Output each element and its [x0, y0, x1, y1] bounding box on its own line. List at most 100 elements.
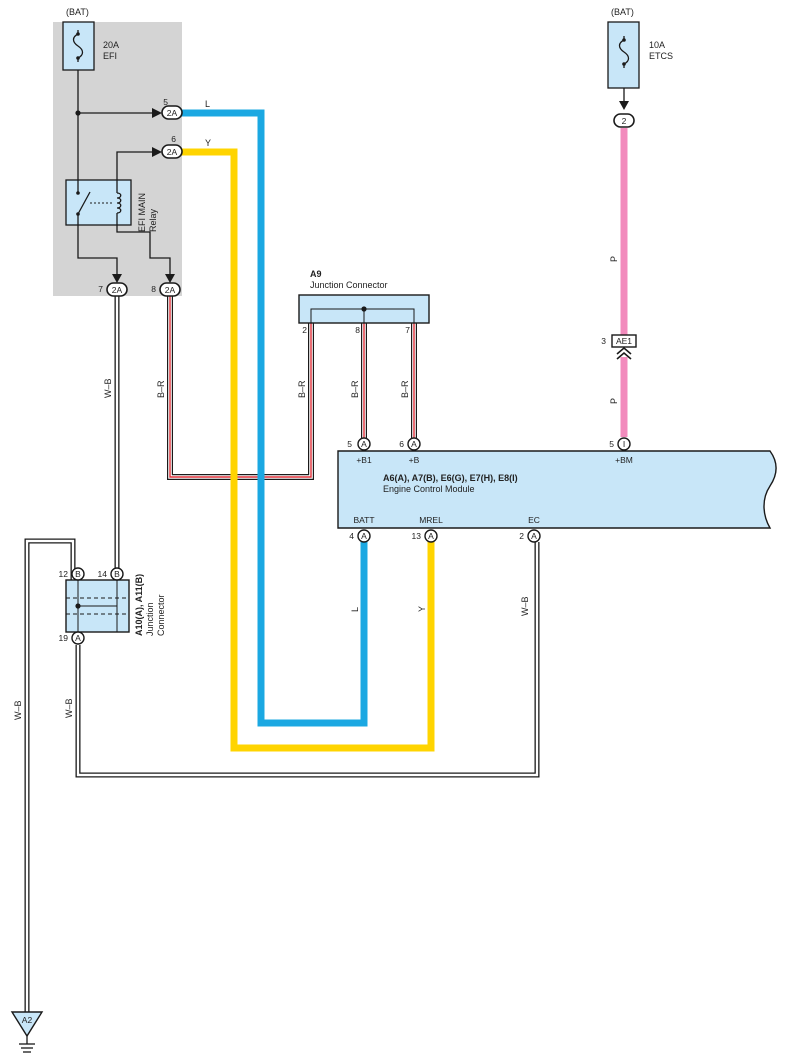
ground-id: A2 [22, 1015, 33, 1025]
right-fuse-name: ETCS [649, 51, 673, 61]
left-fuse-rating: 20A [103, 40, 119, 50]
svg-text:13: 13 [412, 531, 422, 541]
ecm-pin-b: 6 A +B [399, 437, 421, 465]
fuse-icon [607, 21, 640, 89]
flow-arrow-icon [152, 108, 162, 118]
junction-line2: Connector [156, 594, 166, 636]
relay-icon [65, 179, 132, 226]
svg-text:I: I [623, 439, 625, 449]
svg-text:+B1: +B1 [356, 455, 372, 465]
svg-text:2A: 2A [167, 147, 178, 157]
ecm-pin-bm: 5 I +BM [609, 437, 633, 465]
svg-text:2A: 2A [165, 285, 176, 295]
svg-text:2A: 2A [167, 108, 178, 118]
ground-icon [10, 1011, 44, 1053]
ecm-ids: A6(A), A7(B), E6(G), E7(H), E8(I) [383, 473, 518, 483]
wire-label-wb-ec: W–B [520, 596, 530, 616]
fuse-icon [62, 21, 95, 71]
svg-text:4: 4 [349, 531, 354, 541]
relay-name: EFI MAIN [137, 193, 147, 232]
ecm-name: Engine Control Module [383, 484, 475, 494]
connector-ae1: 3 AE1 [601, 334, 637, 348]
wire-label-y-lower: Y [417, 606, 427, 612]
right-fuse-rating: 10A [649, 40, 665, 50]
wire-l [180, 109, 368, 727]
wire-label-p-upper: P [609, 256, 619, 262]
ecm-pin-b1: 5 A +B1 [347, 437, 372, 465]
svg-text:12: 12 [59, 569, 69, 579]
wire-label-br-4: B–R [400, 380, 410, 398]
svg-text:7: 7 [98, 284, 103, 294]
wire-label-wb-1: W–B [103, 378, 113, 398]
ecm-pin-ec: EC 2 A [519, 515, 541, 543]
svg-text:B: B [75, 569, 81, 579]
a9-id: A9 [310, 269, 322, 279]
a9-pin-7: 7 [405, 325, 410, 335]
connector-2a-pin7: 7 2A [98, 282, 128, 297]
svg-text:A: A [531, 531, 537, 541]
connector-fuse-pin2: 2 [613, 113, 635, 128]
svg-text:5: 5 [609, 439, 614, 449]
a9-pin-8: 8 [355, 325, 360, 335]
svg-text:6: 6 [171, 134, 176, 144]
a9-pin-2: 2 [302, 325, 307, 335]
wire-label-br-3: B–R [350, 380, 360, 398]
flow-arrow-icon [165, 274, 175, 283]
svg-text:2: 2 [519, 531, 524, 541]
wire-label-br-1: B–R [156, 380, 166, 398]
svg-text:A: A [361, 439, 367, 449]
svg-text:EC: EC [528, 515, 540, 525]
a9-name: Junction Connector [310, 280, 388, 290]
junction-splice-dot [75, 603, 81, 609]
ecm-pin-batt: BATT 4 A [349, 515, 375, 543]
junction-pin-14: 14 B [98, 567, 124, 581]
svg-text:14: 14 [98, 569, 108, 579]
svg-text:5: 5 [163, 97, 168, 107]
junction-ids: A10(A), A11(B) [134, 574, 144, 636]
wire-label-wb-j19: W–B [64, 698, 74, 718]
svg-text:3: 3 [601, 336, 606, 346]
ecm-body [337, 450, 777, 529]
svg-text:MREL: MREL [419, 515, 443, 525]
wire-label-y-top: Y [205, 138, 211, 148]
svg-text:2A: 2A [112, 285, 123, 295]
connector-2a-pin8: 8 2A [151, 282, 181, 297]
wire-label-l-lower: L [350, 607, 360, 612]
right-power-source: (BAT) [611, 7, 634, 17]
relay-word: Relay [148, 208, 158, 232]
wire-label-p-lower: P [609, 398, 619, 404]
wire-label-l-top: L [205, 99, 210, 109]
svg-text:+B: +B [409, 455, 420, 465]
flow-arrow-icon [152, 147, 162, 157]
left-fuse-name: EFI [103, 51, 117, 61]
relay-internal-wiring [77, 70, 171, 278]
wire-wb-junction-to-ecm-ec [75, 542, 540, 778]
svg-text:A: A [75, 633, 81, 643]
wire-y [180, 148, 435, 752]
svg-text:A: A [411, 439, 417, 449]
junction-line1: Junction [145, 602, 155, 636]
relay-splice-dot [75, 110, 81, 116]
svg-text:A: A [428, 531, 434, 541]
flow-arrow-icon [619, 101, 629, 110]
left-power-source: (BAT) [66, 7, 89, 17]
svg-text:A: A [361, 531, 367, 541]
junction-pin-19: 19 A [59, 631, 85, 645]
wire-wb-ground-run [24, 538, 76, 1012]
svg-text:+BM: +BM [615, 455, 633, 465]
svg-text:BATT: BATT [353, 515, 374, 525]
svg-text:8: 8 [151, 284, 156, 294]
svg-text:6: 6 [399, 439, 404, 449]
connector-2a-pin5: 5 2A [161, 97, 183, 120]
connector-arrow-icon [616, 346, 632, 360]
a9-splice-dot [361, 306, 367, 312]
flow-arrow-icon [112, 274, 122, 283]
wire-label-wb-ground: W–B [13, 700, 23, 720]
svg-text:5: 5 [347, 439, 352, 449]
svg-text:AE1: AE1 [616, 336, 632, 346]
wire-label-br-2: B–R [297, 380, 307, 398]
svg-text:19: 19 [59, 633, 69, 643]
ecm-pin-mrel: MREL 13 A [412, 515, 443, 543]
wire-br-relay-to-a9 [167, 296, 314, 480]
